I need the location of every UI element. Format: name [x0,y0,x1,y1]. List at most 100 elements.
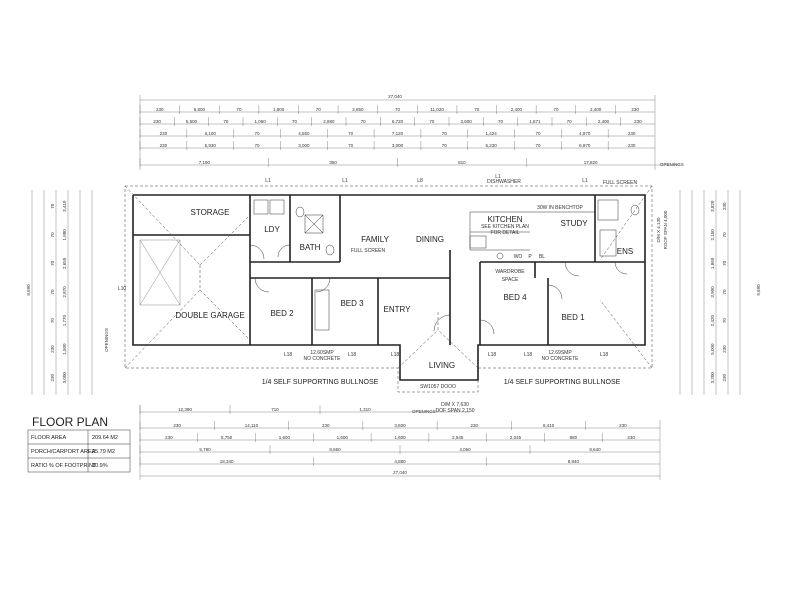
top-opening-dim: 350 [329,160,337,165]
wardrobe-note-2: SPACE [502,277,519,283]
lintel-label: L18 [391,352,400,358]
ratio-value: 10.9% [92,463,108,469]
bottom-dim-value: 2,545 [452,435,464,440]
bottom-dim-value: 5,750 [221,435,233,440]
lintel-label: L1 [342,178,348,184]
lintel-label: L18 [524,352,533,358]
right-dim-value: 2,150 [710,229,715,241]
floor-plan-title: FLOOR PLAN [32,415,108,429]
roof-span-dim-2: DOF SPAN 2,150 [435,408,474,414]
left-dim-small: 70 [50,203,55,209]
top-dim-value: 70 [292,119,298,124]
room-ldy: LDY [264,225,280,234]
bottom-dimension-lines [139,405,661,480]
room-storage: STORAGE [191,208,230,217]
top-dim-value: 3,600 [461,119,473,124]
top-dim-value: 3,000 [298,143,310,148]
room-entry: ENTRY [384,305,412,314]
door-swings [249,244,628,335]
bottom-dim-value: 230 [173,423,181,428]
right-dim-value: 3,900 [710,286,715,298]
bottom-dim-value: 230 [471,423,479,428]
left-dim-value: 2,870 [62,286,67,298]
concrete-left-2: NO CONCRETE [304,356,342,362]
room-kitchen: KITCHEN [487,215,522,224]
top-dim-value: 1,060 [255,119,267,124]
top-overall-dim: 27,040 [388,94,402,99]
right-dim-value: 3,820 [710,200,715,212]
top-dim-value: 3,000 [392,143,404,148]
floor-plan-table [27,429,131,473]
left-dim-small: 70 [50,260,55,266]
top-dim-value: 70 [553,107,559,112]
fixtures [253,199,640,331]
bottom-dim-value: 230 [619,423,627,428]
left-dim-small: 70 [50,289,55,295]
bottom-dim-value: 8,840 [568,459,580,464]
room-bed4: BED 4 [503,293,527,302]
bottom-dim-value: 2,045 [510,435,522,440]
openings-bottom-label: OPENINGS [412,409,436,414]
top-dim-value: 1,424 [486,131,498,136]
ratio-label: RATIO % OF FOOTPRINT [31,463,97,469]
right-dim-value: 1,860 [710,257,715,269]
lintel-label: L1 [495,174,501,180]
room-dining: DINING [416,235,444,244]
top-dim-value: 70 [223,119,229,124]
top-dim-value: 2,850 [352,107,364,112]
top-dim-value: 230 [634,119,642,124]
lintel-label: L8 [417,178,423,184]
bottom-dim-value: 8,640 [589,447,601,452]
garage-roof-lines [124,185,653,369]
openings-left-label: OPENINGS [104,328,109,352]
top-dim-value: 70 [316,107,322,112]
left-dim-value: 3,000 [62,372,67,384]
right-dim-small: 70 [722,318,727,324]
bottom-dim-value: 230 [627,435,635,440]
right-dim-small: 230 [722,373,727,381]
right-dim-values: 3,8202,1501,8603,9002,4205,0003,20023070… [710,200,727,383]
bottom-dim-value: 14,110 [245,423,259,428]
bottom-dim-value: 5,790 [199,447,211,452]
top-dim-value: 6,100 [205,131,217,136]
top-dim-value: 230 [156,107,164,112]
bottom-dim-value: 1,600 [337,435,349,440]
right-dim-value: 3,200 [710,372,715,384]
floor-area-label: FLOOR AREA [31,435,66,441]
bottom-dim-value: 230 [165,435,173,440]
top-dim-value: 70 [255,131,261,136]
top-dim-value: 2,400 [590,107,602,112]
right-dimension-lines [679,190,741,395]
right-dim-small: 70 [722,232,727,238]
top-dim-value: 5,230 [486,143,498,148]
right-dim-small: 70 [722,260,727,266]
top-dim-value: 1,800 [273,107,285,112]
bottom-opening-dim: 710 [271,407,279,412]
top-dim-value: 230 [628,131,636,136]
top-dim-value: 4,550 [298,131,310,136]
bottom-dim-value: 230 [322,423,330,428]
porch-area-label: PORCH/CARPORT AREA [31,449,96,455]
benchtop-note: 30W IN BENCHTOP [537,205,583,211]
bottom-dim-value: 4,880 [394,459,406,464]
top-opening-dim: 17,820 [584,160,598,165]
top-dim-value: 70 [567,119,573,124]
top-dim-value: 11,020 [430,107,444,112]
room-family: FAMILY [361,235,390,244]
top-dim-value: 5,930 [205,143,217,148]
top-dim-value: 4,870 [579,131,591,136]
bottom-dim-value: 1,600 [279,435,291,440]
left-dim-value: 1,880 [62,229,67,241]
bottom-dim-value: 880 [570,435,578,440]
lintel-label: L18 [348,352,357,358]
right-dim-small: 70 [722,289,727,295]
left-dim-small: 230 [50,373,55,381]
right-roof-dim-1: D/M X 4,130 [656,217,661,243]
